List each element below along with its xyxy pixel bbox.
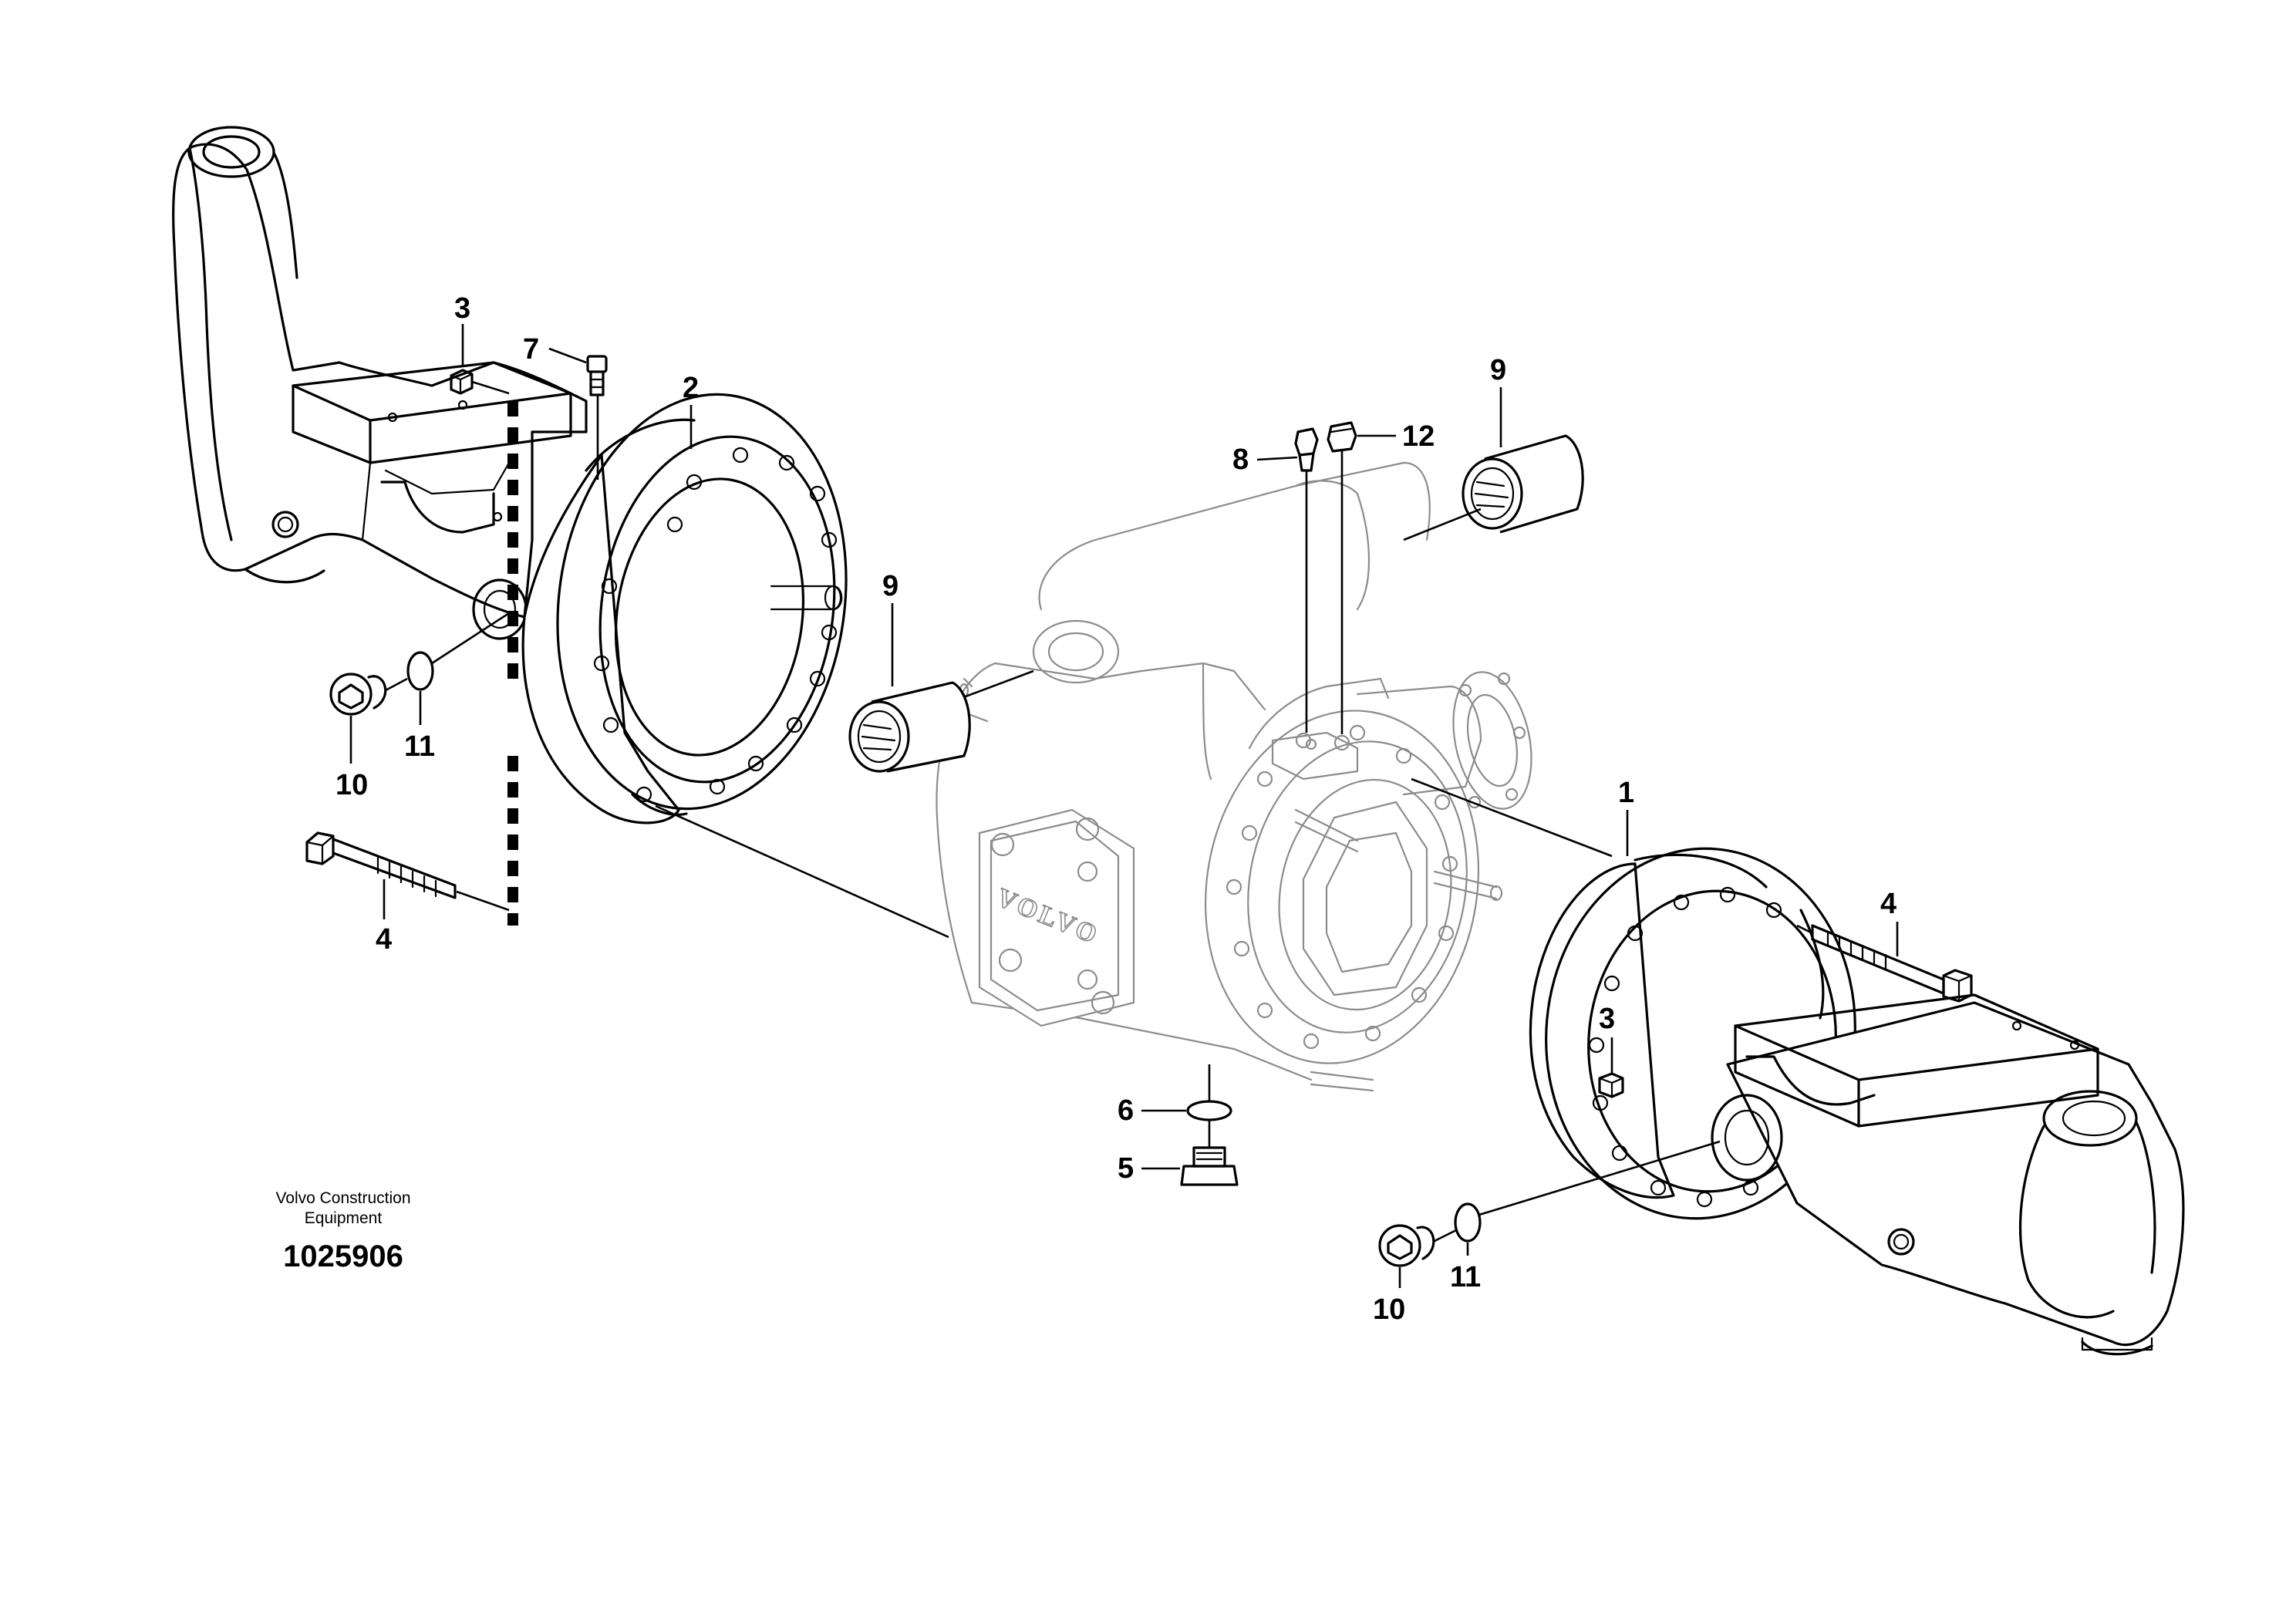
- callout-1: 1: [1618, 777, 1634, 809]
- callout-4-right: 4: [1880, 888, 1896, 920]
- bushing-9-upper: [1462, 434, 1584, 534]
- plug-12: [1327, 421, 1357, 734]
- callout-10-left: 10: [335, 769, 368, 801]
- housing-flange-bolts: [1226, 724, 1458, 1050]
- callout-9-center: 9: [882, 570, 899, 602]
- flange-bolt-holes-left: [593, 447, 838, 803]
- callout-11-right: 11: [1450, 1261, 1481, 1293]
- callout-10-right: 10: [1373, 1293, 1405, 1326]
- grease-nipple-8: [1294, 427, 1319, 733]
- nut-3-left: [450, 369, 510, 395]
- footer-company-line2: Equipment: [305, 1209, 383, 1227]
- left-flange-ring: [521, 393, 848, 824]
- callout-12: 12: [1402, 420, 1435, 453]
- callout-4-left: 4: [376, 923, 392, 956]
- breather-fitting-7: [586, 355, 608, 480]
- callout-3-top: 3: [454, 292, 470, 325]
- washer-11-left: [406, 651, 434, 691]
- drawing-footer: Volvo Construction Equipment 1025906: [275, 1189, 410, 1273]
- bushing-9-center: [848, 681, 971, 773]
- drawing-number: 1025906: [283, 1239, 403, 1273]
- bolt-4-right: [1796, 924, 1973, 1003]
- oring-6: [1186, 1100, 1232, 1121]
- callout-2: 2: [683, 372, 699, 404]
- callout-8: 8: [1232, 443, 1249, 476]
- bolt-4-left: [305, 831, 510, 912]
- plug-10-left: [329, 673, 387, 716]
- right-axle-arm: [1711, 993, 2185, 1356]
- callout-7: 7: [523, 333, 539, 366]
- callout-9-upper: 9: [1490, 354, 1506, 386]
- callout-11-left: 11: [404, 730, 435, 763]
- left-axle-arm: [172, 126, 588, 640]
- washer-11-right: [1454, 1202, 1482, 1243]
- callout-3-right: 3: [1599, 1003, 1615, 1035]
- drain-plug-5: [1180, 1146, 1239, 1186]
- callout-labels: 3 7 2 8 12 9 9 1 10 11 4 4 3 6 5 10 11: [335, 292, 1896, 1326]
- callout-5: 5: [1118, 1152, 1134, 1185]
- footer-company-line1: Volvo Construction: [275, 1189, 410, 1207]
- center-housing: VOLVO: [932, 461, 1532, 1092]
- plug-10-right: [1378, 1224, 1435, 1267]
- callout-6: 6: [1118, 1094, 1134, 1127]
